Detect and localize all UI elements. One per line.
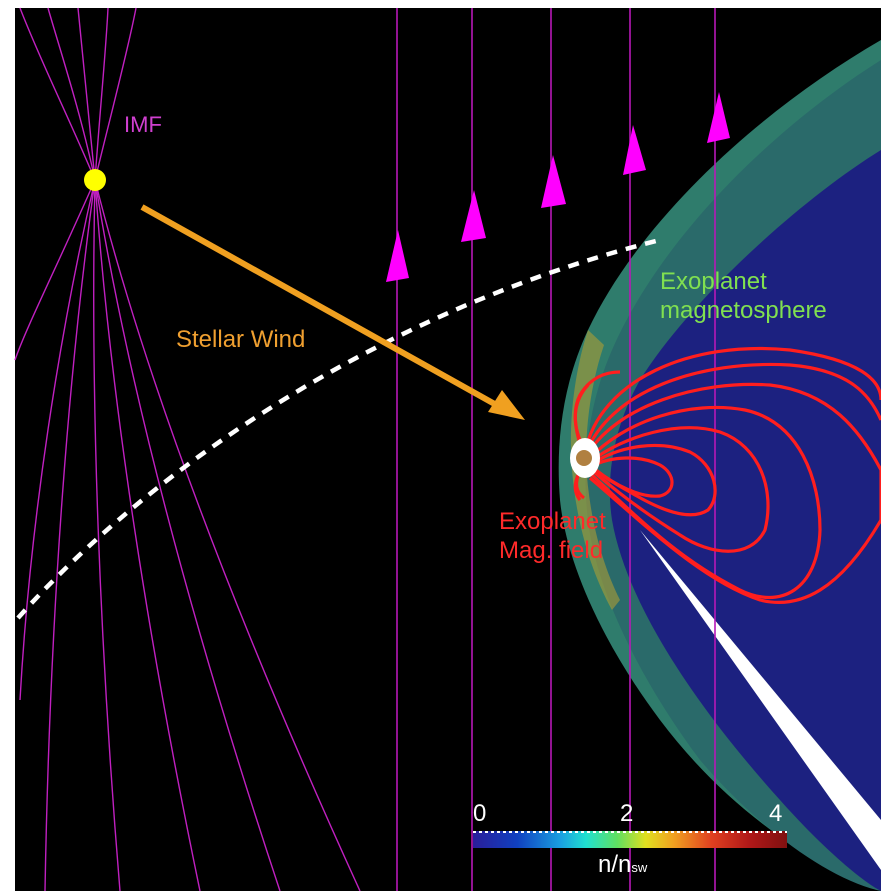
density-colorbar — [473, 831, 787, 848]
planet-field-line — [591, 456, 674, 498]
star-icon — [84, 169, 106, 191]
imf-line — [94, 7, 109, 181]
planet-field-line — [583, 346, 881, 453]
imf-line — [94, 179, 361, 891]
magnetosphere-label: Exoplanet magnetosphere — [660, 268, 827, 326]
planet-field-label: Exoplanet Mag. field — [499, 508, 606, 566]
imf-field-lines — [14, 7, 361, 891]
triangle-arrow-icon — [461, 190, 486, 242]
stellar-wind-arrow — [140, 204, 525, 420]
magnetosphere-cavity — [609, 150, 881, 891]
colorbar-tick: 4 — [769, 800, 783, 827]
stellar-wind-label: Stellar Wind — [176, 326, 306, 353]
exoplanet — [570, 438, 600, 478]
imf-line — [94, 179, 201, 891]
magnetosphere-label-line1: Exoplanet — [660, 268, 767, 295]
imf-line — [19, 7, 96, 181]
imf-label: IMF — [124, 112, 162, 137]
colorbar-tick: 2 — [620, 800, 634, 827]
planet-disc-icon — [576, 450, 592, 466]
imf-line — [44, 179, 96, 891]
planet-field-lines — [573, 346, 881, 605]
planet-field-line — [573, 383, 590, 441]
colorbar-title-sub: sw — [631, 860, 648, 875]
planet-field-label-line2: Mag. field — [499, 536, 604, 564]
triangle-arrow-icon — [541, 155, 566, 208]
imf-line — [19, 179, 96, 701]
triangle-arrow-icon — [386, 230, 409, 282]
orbit-path — [16, 237, 661, 620]
planet-field-line — [583, 362, 881, 456]
colorbar-title: n/nsw — [598, 851, 647, 879]
imf-line — [47, 7, 96, 181]
wind-arrow-shaft — [140, 204, 502, 410]
planet-field-line — [589, 426, 770, 553]
colorbar-title-main: n/n — [598, 851, 632, 878]
imf-line — [94, 7, 137, 181]
wind-arrowhead-icon — [488, 390, 525, 420]
colorbar-dashed-edge — [473, 831, 787, 833]
magnetosphere-label-line2: magnetosphere — [660, 296, 827, 324]
flow-arrows — [386, 92, 730, 282]
sheath-dense-rim — [570, 330, 620, 610]
imf-line — [94, 179, 281, 891]
wake-region — [640, 530, 881, 870]
imf-line — [93, 179, 121, 891]
triangle-arrow-icon — [707, 92, 730, 143]
imf-line — [14, 179, 96, 361]
planet-field-label-line1: Exoplanet — [499, 508, 606, 535]
colorbar-tick: 0 — [473, 800, 487, 827]
triangle-arrow-icon — [623, 125, 646, 175]
imf-line — [77, 7, 96, 181]
planet-field-line — [586, 405, 822, 600]
